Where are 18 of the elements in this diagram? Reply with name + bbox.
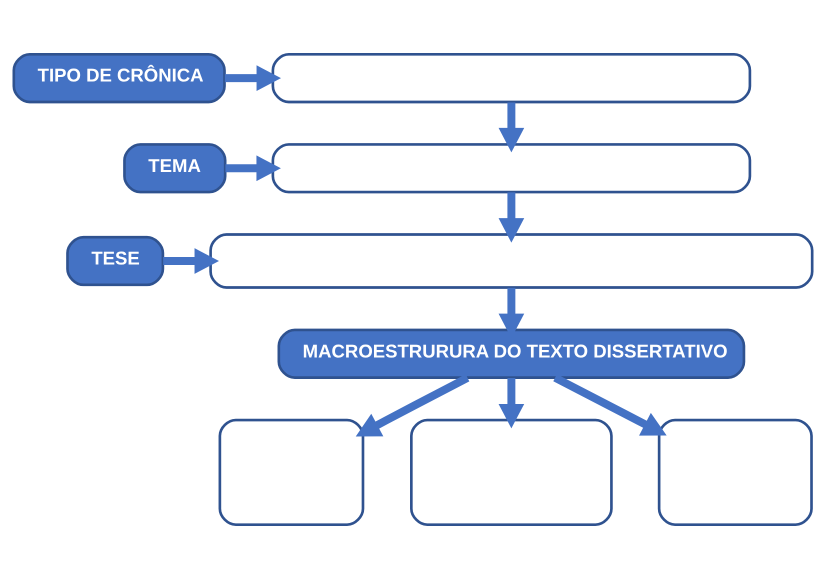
node-box (410, 418, 613, 526)
arrow (225, 154, 281, 181)
node-box (218, 418, 364, 526)
node-box (209, 232, 814, 288)
node-box (272, 52, 752, 103)
arrow (498, 192, 524, 242)
node-box (658, 418, 813, 526)
arrow (356, 374, 470, 436)
arrow (498, 102, 524, 152)
node-box: TEMA (123, 142, 226, 193)
node-box: MACROESTRURURA DO TEXTO DISSERTATIVO (278, 328, 746, 378)
node-box: TIPO DE CRÔNICA (12, 52, 226, 103)
arrow (224, 64, 281, 90)
node-box: TESE (66, 235, 164, 286)
node-box (272, 142, 752, 193)
arrow (498, 378, 524, 428)
arrow (553, 374, 667, 436)
arrow (163, 248, 219, 274)
